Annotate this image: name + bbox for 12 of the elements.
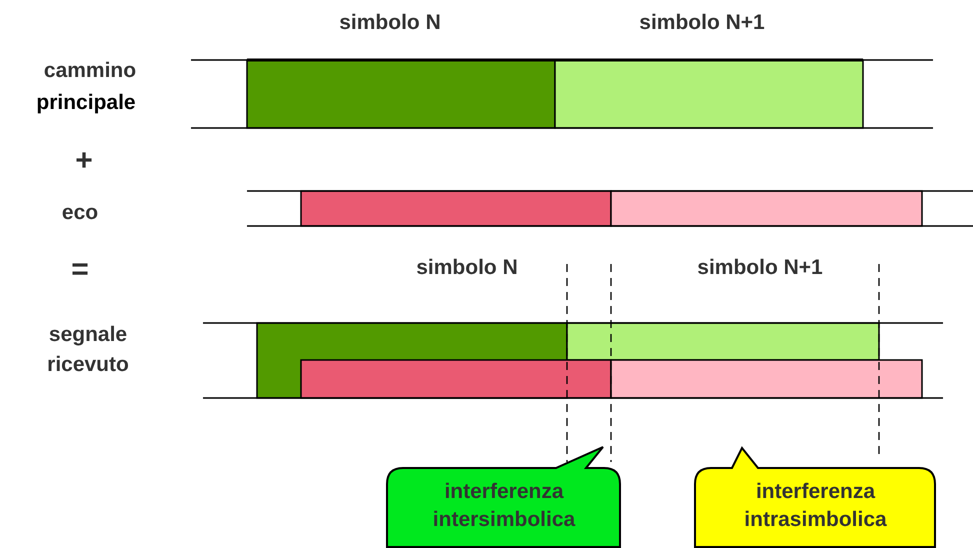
callout-text: interferenza intersimbolica: [432, 479, 576, 533]
symbol-label: simbolo N: [416, 255, 518, 281]
symbol-label: simbolo N: [339, 10, 441, 36]
symbol-label: simbolo N+1: [639, 10, 765, 36]
plus-sign: +: [75, 146, 93, 176]
row-label: segnale ricevuto: [46, 322, 130, 378]
row-label: cammino: [44, 58, 136, 84]
symbol-label: simbolo N+1: [697, 255, 823, 281]
row-label: eco: [62, 200, 98, 226]
callout-text: interferenza intrasimbolica: [743, 479, 888, 533]
equals-sign: =: [71, 255, 89, 285]
row-label: principale: [36, 90, 136, 116]
